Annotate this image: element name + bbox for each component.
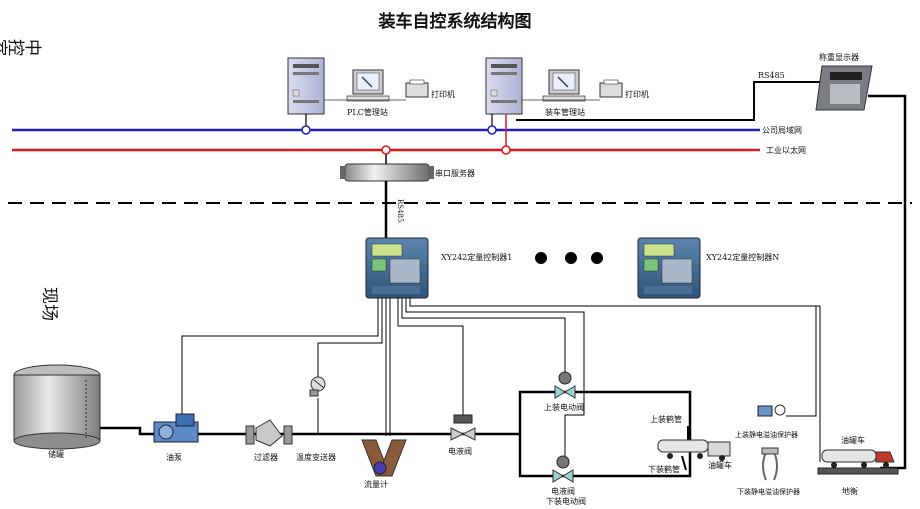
bottom-static-protector-icon [761,447,779,481]
oil-pump-icon [153,413,199,443]
rs485-weighing-cable [516,81,820,121]
bottom-static-protector-label: 下装静电溢油保护器 [737,487,800,496]
printer-1-icon [405,79,429,98]
top-valve-label: 上装电动阀 [544,402,584,412]
top-arm-label: 上装鹤管 [650,414,682,424]
loading-ethernet-node [501,145,511,155]
solenoid-valve-label: 电液阀 [448,446,472,456]
loading-monitor-icon [542,69,586,102]
plc-server-icon [287,57,325,115]
plc-monitor-icon [346,69,390,102]
more-dot-3 [591,252,603,264]
printer-1-label: 打印机 [431,89,455,99]
weighing-to-scale-cable [868,94,907,470]
scale-label: 地衡 [842,486,858,496]
controller-1-label: XY242定量控制器1 [441,252,512,262]
temp-transmitter-label: 温度变送器 [296,452,336,462]
loading-lan-node [487,125,497,135]
industrial-ethernet-label: 工业以太网 [766,145,806,155]
top-static-protector-icon [757,404,786,417]
plc-station-label: PLC管理站 [347,107,388,117]
serial-ethernet-node [381,145,391,155]
more-dot-1 [535,252,547,264]
weighing-display-label: 称重显示器 [819,52,859,62]
bottom-valve-label-2: 下装电动阀 [546,496,586,506]
bottom-valve-icon [552,455,574,483]
company-lan-label: 公司局域网 [762,125,802,135]
rs485-top-label: RS485 [758,71,785,80]
temp-transmitter-icon [309,376,326,397]
loading-server-icon [485,57,523,115]
zone-field: 现场 [39,287,59,321]
oil-pump-label: 油泵 [166,452,182,462]
diagram-title: 装车自控系统结构图 [378,11,532,32]
controller-n-label: XY242定量控制器N [706,252,779,262]
storage-tank-icon [13,364,101,450]
tanker-icon [657,439,731,461]
serial-server-label: 串口服务器 [435,168,475,178]
solenoid-valve-icon [450,414,476,441]
top-static-protector-label: 上装静电溢油保护器 [735,430,798,439]
storage-tank-label: 储罐 [48,449,64,459]
weighing-display-icon [815,65,873,111]
bottom-valve-label-1: 电液阀 [551,486,575,496]
loading-station-label: 装车管理站 [545,107,585,117]
printer-2-label: 打印机 [625,89,649,99]
process-pipe [98,390,692,478]
signal-wires [181,298,821,462]
controller-n-icon [637,237,701,299]
zone-control-room: 中控室 [0,35,42,56]
flowmeter-icon [361,439,407,477]
bottom-arm-label: 下装鹤管 [648,464,680,474]
filter-icon [245,419,293,447]
plc-lan-node [301,125,311,135]
serial-server-icon [340,163,434,182]
controller-1-icon [365,237,429,299]
flowmeter-label: 流量计 [364,479,388,489]
rs485-vertical-label: RS485 [396,199,404,222]
tanker-truck-label: 油罐车 [841,435,865,445]
scale-platform [817,467,899,475]
printer-2-icon [599,79,623,98]
top-valve-icon [554,371,576,399]
tanker-label: 油罐车 [708,460,732,470]
more-dot-2 [565,252,577,264]
tanker-truck-icon [821,449,895,468]
filter-label: 过滤器 [254,452,278,462]
